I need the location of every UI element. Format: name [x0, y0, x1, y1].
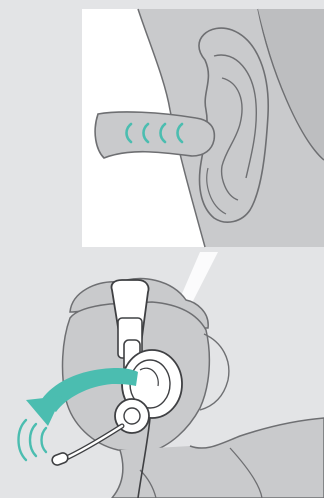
person-silhouette-icon — [63, 279, 324, 498]
ear-detail-panel — [82, 9, 324, 247]
sound-wave-icon — [19, 420, 47, 460]
ear-canal-sound-bubble — [95, 112, 214, 158]
